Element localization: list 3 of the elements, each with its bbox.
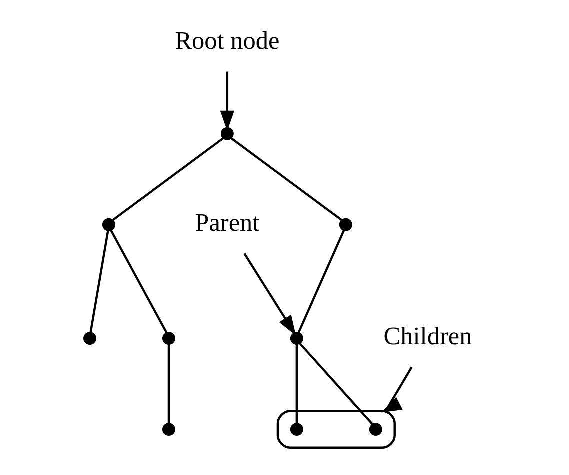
node-text: Root node [174,26,280,55]
node-text: Parent [194,208,260,237]
node-text: Children [383,322,472,351]
